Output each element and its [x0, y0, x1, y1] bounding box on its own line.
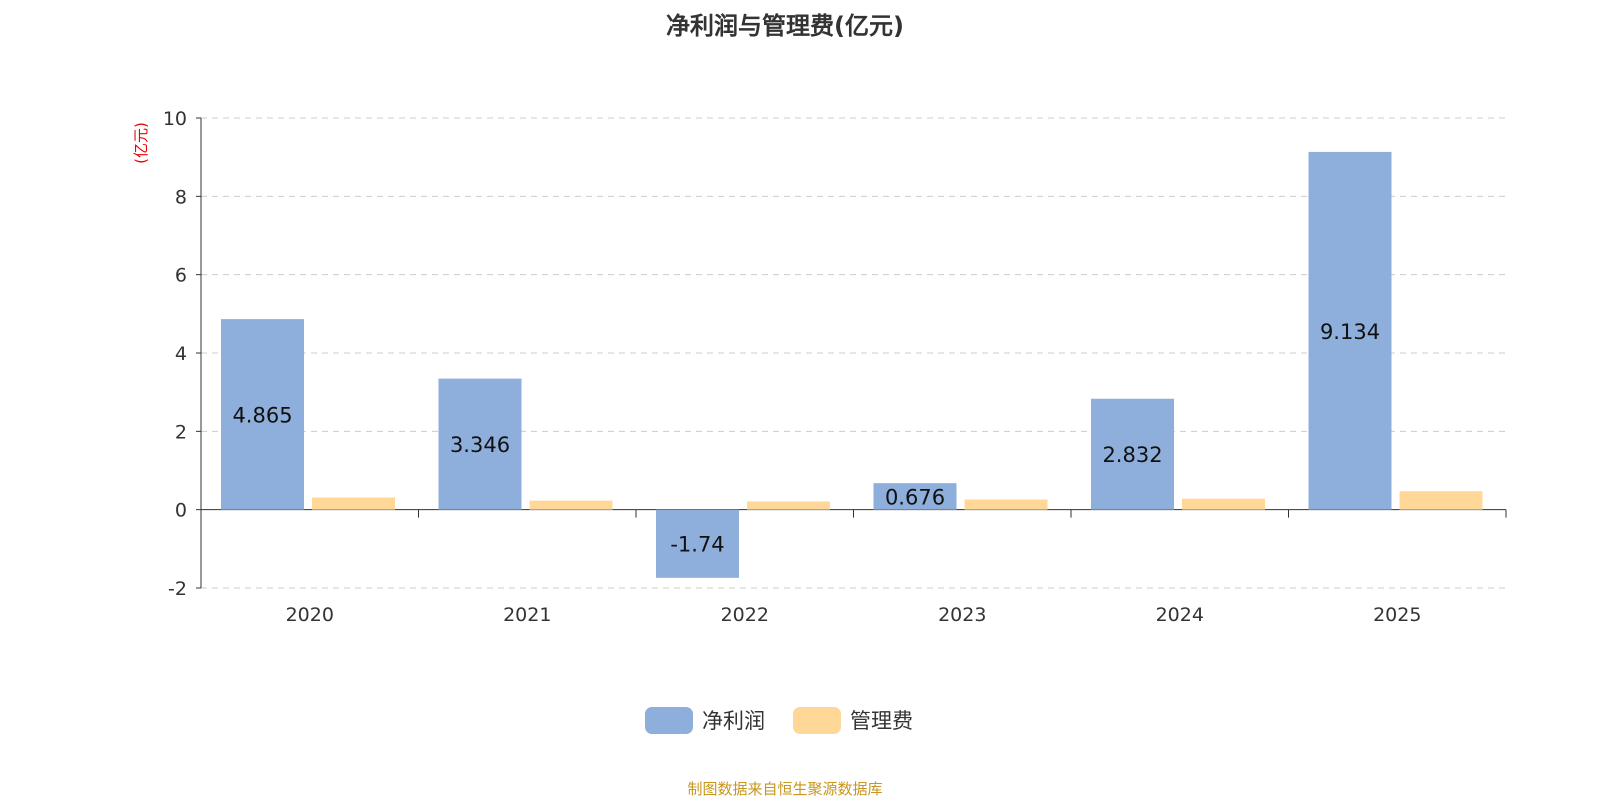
y-tick-label: -2	[168, 578, 187, 600]
x-tick-label: 2024	[1156, 604, 1204, 626]
legend-label: 管理费	[850, 709, 913, 733]
y-tick-label: 6	[175, 265, 187, 287]
x-tick-label: 2021	[503, 604, 551, 626]
bar-net-profit	[1091, 398, 1174, 510]
x-tick-label: 2023	[938, 604, 986, 626]
bar-admin-expense	[964, 499, 1048, 510]
y-tick-label: 8	[175, 186, 187, 208]
x-tick-label: 2022	[721, 604, 769, 626]
data-label: 4.865	[232, 403, 292, 427]
legend-label: 净利润	[702, 709, 765, 733]
bar-net-profit	[656, 509, 739, 578]
data-label: -1.74	[670, 533, 724, 557]
data-label: 9.134	[1320, 320, 1380, 344]
y-tick-label: 0	[175, 500, 187, 522]
data-label: 3.346	[450, 433, 510, 457]
bar-admin-expense	[747, 501, 830, 510]
bar-net-profit	[873, 483, 957, 510]
bar-admin-expense	[1399, 491, 1483, 510]
x-tick-label: 2020	[286, 604, 334, 626]
y-tick-label: 10	[163, 108, 187, 130]
bar-admin-expense	[529, 500, 613, 510]
y-tick-label: 2	[175, 421, 187, 443]
y-axis-label: (亿元)	[132, 122, 150, 164]
bar-net-profit	[438, 378, 522, 510]
y-tick-label: 4	[175, 343, 187, 365]
data-source-footer: 制图数据来自恒生聚源数据库	[687, 780, 883, 798]
x-tick-label: 2025	[1373, 604, 1421, 626]
bar-admin-expense	[1182, 498, 1265, 510]
data-label: 2.832	[1102, 443, 1162, 467]
chart-title: 净利润与管理费(亿元)	[666, 12, 904, 40]
legend-swatch	[793, 707, 841, 734]
bar-net-profit	[221, 319, 304, 510]
bar-net-profit	[1308, 151, 1392, 510]
data-label: 0.676	[885, 485, 945, 509]
legend-swatch	[645, 707, 693, 734]
bar-admin-expense	[312, 497, 395, 510]
